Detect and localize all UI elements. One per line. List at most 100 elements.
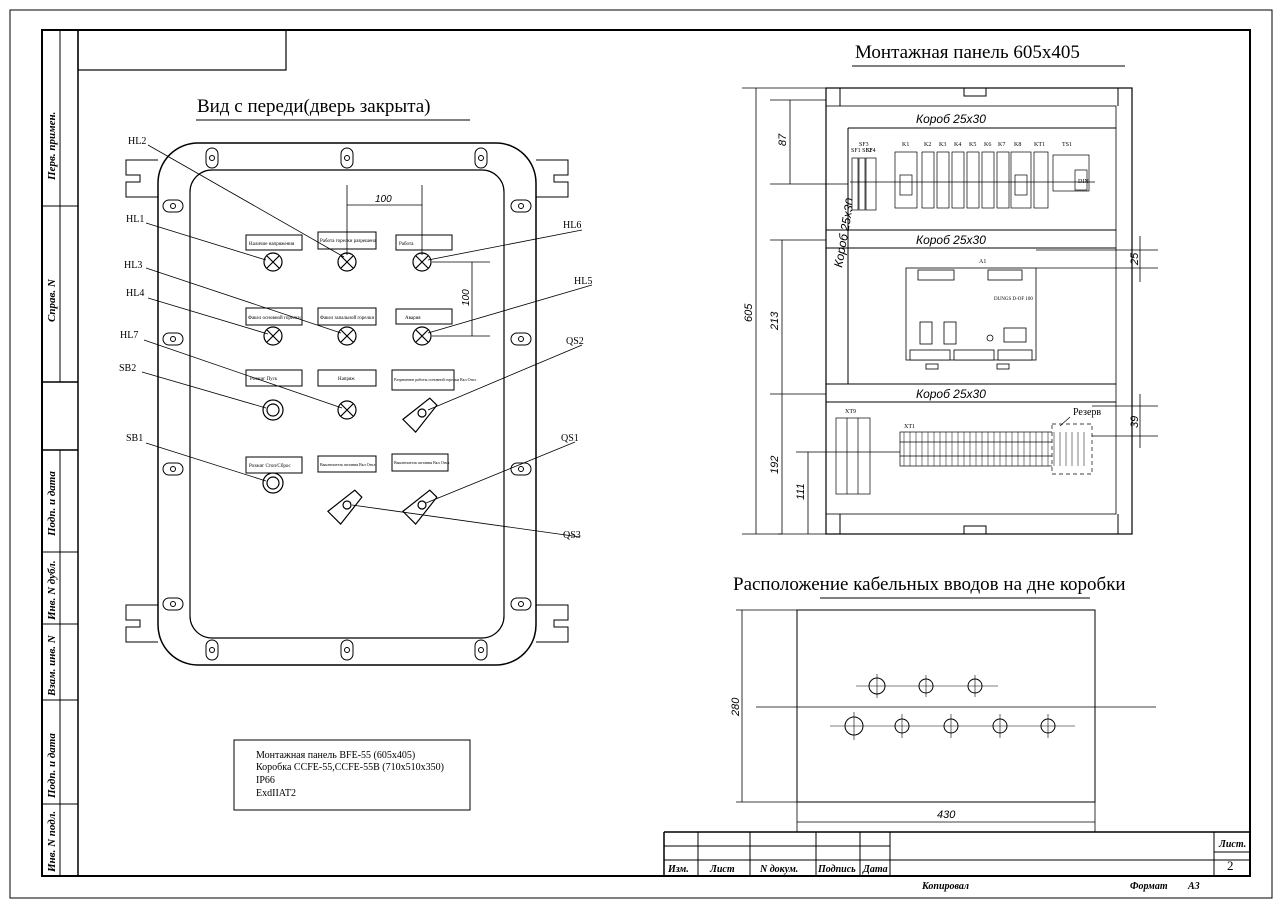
spec-line-3: IP66 bbox=[256, 775, 275, 786]
tag-k2: K2 bbox=[924, 142, 931, 148]
callout-hl2: HL2 bbox=[128, 136, 146, 147]
front-dimension-lines bbox=[346, 185, 490, 337]
plate-rozhig-stop: Розжиг Стоп/Сброс bbox=[249, 464, 291, 469]
switch-qs3 bbox=[327, 489, 363, 525]
button-sb2 bbox=[262, 399, 284, 421]
reserve-label: Резерв bbox=[1073, 407, 1101, 418]
tag-xt1: XT1 bbox=[904, 424, 915, 430]
tag-xt9: XT9 bbox=[845, 409, 856, 415]
tag-ts1: TS1 bbox=[1062, 142, 1072, 148]
plate-fakel-zap: Факел запальной горелки bbox=[320, 316, 374, 321]
tb-list: Лист bbox=[709, 864, 735, 875]
dim-213: 213 bbox=[769, 311, 781, 331]
spec-line-1: Монтажная панель BFE-55 (605x405) bbox=[256, 750, 415, 761]
plate-nalichie: Наличие напряжения bbox=[249, 242, 295, 247]
callout-sb2: SB2 bbox=[119, 363, 136, 374]
stamp-inv-dubl: Инв. N дубл. bbox=[46, 560, 58, 621]
duct-label-3: Короб 25x30 bbox=[916, 387, 986, 401]
cable-gland-holes bbox=[830, 674, 1075, 740]
tb-format-value: A3 bbox=[1187, 881, 1200, 892]
stamp-vzam-inv: Взам. инв. N bbox=[46, 634, 58, 697]
tag-a1: A1 bbox=[979, 259, 986, 265]
front-label-plates: Наличие напряжения Работа горелки разреш… bbox=[245, 231, 476, 474]
tb-data: Дата bbox=[862, 864, 888, 875]
plate-vykl-2: Выключатель питания Вкл Откл bbox=[394, 460, 449, 465]
module-tags: SF1 SF2 SF3 SF4 K1 K2 K3 K4 K5 K6 K7 K8 … bbox=[851, 142, 1089, 185]
callout-hl4: HL4 bbox=[126, 288, 144, 299]
spec-box bbox=[233, 739, 471, 811]
dim-605: 605 bbox=[743, 303, 755, 322]
plate-fakel-osn: Факел основной горелки bbox=[248, 316, 301, 321]
tb-sheet-label: Лист. bbox=[1218, 839, 1246, 850]
tag-k6: K6 bbox=[984, 142, 991, 148]
front-dim-100-h: 100 bbox=[375, 194, 392, 205]
callout-hl5: HL5 bbox=[574, 276, 592, 287]
din-devices bbox=[850, 151, 1095, 211]
panel-dims: 605 87 213 192 111 25 39 bbox=[743, 133, 1141, 500]
dim-430: 430 bbox=[937, 809, 956, 821]
plate-avaria: Авария bbox=[405, 316, 421, 321]
cable-entries-title: Расположение кабельных вводов на дне кор… bbox=[733, 574, 1126, 595]
callout-hl6: HL6 bbox=[563, 220, 581, 231]
terminal-blocks bbox=[835, 417, 1093, 495]
inner-frame bbox=[41, 29, 1251, 877]
tb-format-label: Формат bbox=[1130, 881, 1168, 892]
spec-line-4: ExdIIAT2 bbox=[256, 788, 296, 799]
controller-a1 bbox=[905, 267, 1037, 370]
stamp-podp-data-2: Подп. и дата bbox=[46, 733, 58, 799]
stamp-inv-podl: Инв. N подл. bbox=[46, 811, 58, 873]
dim-39: 39 bbox=[1129, 416, 1141, 428]
lamp-hl1 bbox=[263, 252, 283, 272]
duct-label-1: Короб 25x30 bbox=[916, 112, 986, 126]
front-dim-100-v: 100 bbox=[461, 289, 472, 306]
rotary-switches bbox=[327, 397, 438, 525]
lamp-hl3 bbox=[337, 326, 357, 346]
dim-25: 25 bbox=[1129, 252, 1141, 266]
mount-panel-title: Монтажная панель 605x405 bbox=[855, 42, 1080, 63]
plate-rozhig-pusk: Розжиг Пуск bbox=[250, 377, 278, 382]
terminal-ticks bbox=[903, 432, 1085, 466]
plate-rabota-gorelki: Работа горелки разрешена bbox=[320, 239, 377, 244]
front-view-title: Вид с переди(дверь закрыта) bbox=[197, 96, 431, 117]
leader-lines bbox=[141, 144, 593, 538]
dim-111: 111 bbox=[795, 483, 807, 500]
dim-87: 87 bbox=[777, 133, 789, 146]
controller-text: DUNGS D-OF 100 bbox=[994, 297, 1033, 302]
callout-qs2: QS2 bbox=[566, 336, 584, 347]
dim-192: 192 bbox=[769, 456, 781, 474]
tag-kt1: KT1 bbox=[1034, 142, 1045, 148]
tag-sf3: SF3 bbox=[859, 142, 869, 148]
tag-sf4: SF4 bbox=[866, 148, 876, 154]
callout-hl3: HL3 bbox=[124, 260, 142, 271]
lamp-hl7 bbox=[337, 400, 357, 420]
title-block-text: Изм. Лист N докум. Подпись Дата Лист. Ко… bbox=[667, 839, 1246, 892]
plate-napryazh: Напряж bbox=[338, 377, 355, 382]
callout-qs3: QS3 bbox=[563, 530, 581, 541]
tb-n-dokum: N докум. bbox=[759, 864, 798, 875]
spec-line-2: Коробка CCFE-55,CCFE-55B (710x510x350) bbox=[256, 762, 444, 773]
stamp-podp-data-1: Подп. и дата bbox=[46, 471, 58, 537]
lamp-hl5 bbox=[412, 326, 432, 346]
lamp-hl2 bbox=[337, 252, 357, 272]
plate-vykl-1: Выключатель питания Вкл Откл bbox=[320, 462, 375, 467]
tag-din: DIN bbox=[1078, 179, 1089, 185]
cable-box-bottom bbox=[756, 609, 1156, 803]
tag-sf1-sf2: SF1 SF2 bbox=[851, 148, 872, 154]
cable-box-dimension-lines bbox=[736, 609, 1096, 832]
side-stamp: Перв. примен. Справ. N Подп. и дата Инв.… bbox=[42, 30, 79, 876]
dim-280: 280 bbox=[730, 697, 742, 717]
duct-label-2: Короб 25x30 bbox=[916, 233, 986, 247]
tag-k4: K4 bbox=[954, 142, 961, 148]
top-stamp-box bbox=[77, 29, 287, 71]
plate-razreshenie: Разрешение работы основной горелки Вкл О… bbox=[394, 377, 476, 382]
tag-k8: K8 bbox=[1014, 142, 1021, 148]
lamp-hl4 bbox=[263, 326, 283, 346]
callout-hl7: HL7 bbox=[120, 330, 138, 341]
indicator-lamps bbox=[263, 252, 432, 420]
lamp-hl6 bbox=[412, 252, 432, 272]
callout-hl1: HL1 bbox=[126, 214, 144, 225]
panel-dimension-lines bbox=[742, 87, 1158, 535]
spec-lines: Монтажная панель BFE-55 (605x405) Коробк… bbox=[256, 750, 444, 799]
outer-frame bbox=[9, 9, 1273, 899]
